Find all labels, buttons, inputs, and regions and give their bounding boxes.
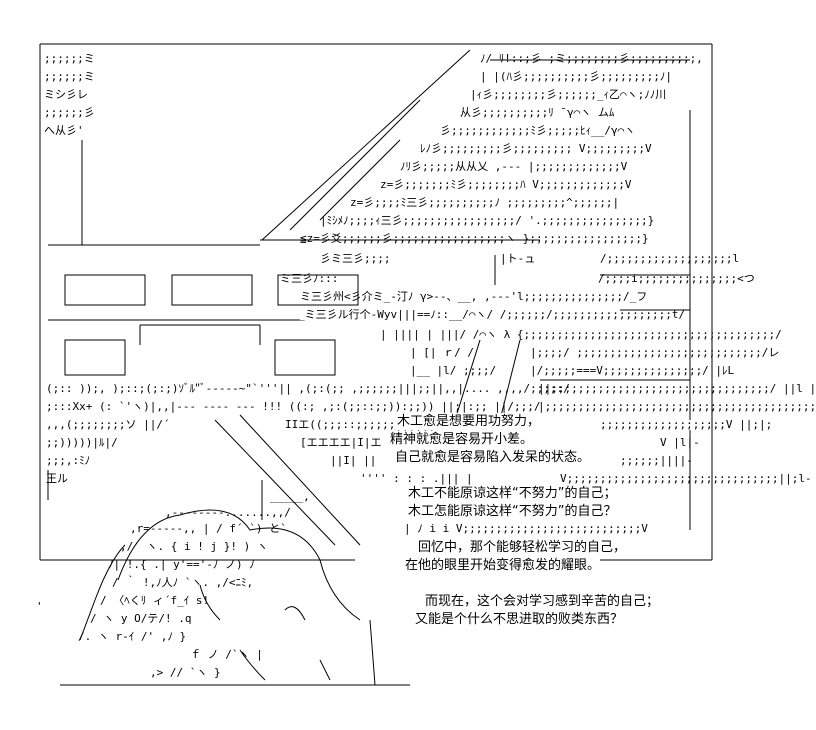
- svg-text:,> // `ヽ }: ,> // `ヽ }: [150, 666, 221, 679]
- svg-text:/;;;;;;;;;;;;;;;;;;;l: /;;;;;;;;;;;;;;;;;;;l: [600, 252, 739, 265]
- svg-text:ミ三彡ﾉ:::: ミ三彡ﾉ:::: [280, 272, 338, 285]
- svg-text:V;;;;;;;;;;;;;;;;;;;;;;;;;;;;;: V;;;;;;;;;;;;;;;;;;;;;;;;;;;;;;;;||;l-: [560, 472, 812, 485]
- svg-text:|/;;;;;===V;;;;;;;;;;;;;;;/ |ﾚ: |/;;;;;===V;;;;;;;;;;;;;;;/ |ﾚL: [530, 364, 735, 377]
- svg-text:/ ヽ y O/テ/!: / ヽ y O/テ/! .q: [90, 612, 191, 625]
- svg-text:;:::Xx+ (: `'ヽ)|,,|--- ---- --: ;:::Xx+ (: `'ヽ)|,,|--- ---- --- !!! ((:;…: [46, 400, 540, 413]
- svg-text:/ ｀ !,ﾉ人ﾉ `ヽ. ,/<ﾆﾐ,: / ｀ !,ﾉ人ﾉ `ヽ. ,/<ﾆﾐ,: [112, 574, 253, 589]
- svg-text:;;;;;;ミ: ;;;;;;ミ: [44, 70, 95, 83]
- svg-text:| [| ｒ/ /: | [| ｒ/ /: [410, 346, 474, 359]
- svg-text:从彡;;;;;;;;;;ﾘ ̄ γ⌒ヽ ムﾑ: 从彡;;;;;;;;;;ﾘ ̄ γ⌒ヽ ムﾑ: [460, 106, 615, 119]
- svg-text:;;;;;;彡: ;;;;;;彡: [44, 106, 95, 119]
- svg-text:|ﾐｼﾒﾉ;;;;ｨ三彡;;;;;;;;;;;;;;;;;/: |ﾐｼﾒﾉ;;;;ｨ三彡;;;;;;;;;;;;;;;;;/ '.;;;;;;;…: [320, 214, 654, 227]
- svg-text:||I| ||: ||I| ||: [330, 454, 376, 467]
- svg-text:/;;;;i;;;;;;;;;;;;;;;<つ: /;;;;i;;;;;;;;;;;;;;;<つ: [598, 272, 755, 285]
- svg-text:ﾉ/ ﾘ!::;彡 ;ミ;;;;;;;;彡;;;;;;;;;: ﾉ/ ﾘ!::;彡 ;ミ;;;;;;;;彡;;;;;;;;;;,: [480, 52, 703, 65]
- svg-text:,,,(;;;;;;;;ソ ||/´: ,,,(;;;;;;;;ソ ||/´: [46, 418, 170, 431]
- panel-line-3: 自己就愈是容易陷入发呆的状态。: [395, 449, 591, 466]
- svg-text:;;;;;;;;;;;;;;;;;;;V ||;|;: ;;;;;;;;;;;;;;;;;;;V ||;|;: [600, 418, 772, 431]
- svg-text:': ': [36, 600, 43, 613]
- svg-text:[エエエエ|I|エ: [エエエエ|I|エ: [300, 436, 382, 449]
- svg-text:ミシ彡レ: ミシ彡レ: [44, 88, 88, 101]
- svg-text:(;:: ));, );::;(;:;)ｿﾞﾙ"ﾞ----: (;:: ));, );::;(;:;)ｿﾞﾙ"ﾞ-----~"`'''|| ,…: [46, 382, 570, 395]
- svg-text:|ｨ彡;;;;;;;;彡;;;;;;_ｨ乙⌒ヽ;ﾉﾉ川: |ｨ彡;;;;;;;;彡;;;;;;_ｨ乙⌒ヽ;ﾉﾉ川: [470, 88, 666, 101]
- svg-text:| |||| | |||/ /⌒ヽ λ {;;;;;;;;;: | |||| | |||/ /⌒ヽ λ {;;;;;;;;;;;;;;;;;;;…: [380, 328, 782, 341]
- svg-text:| |(ﾊ彡;;;;;;;;;;彡;;;;;;;;;ﾉ|: | |(ﾊ彡;;;;;;;;;;彡;;;;;;;;;ﾉ|: [480, 70, 672, 83]
- svg-text:|ト-ュ: |ト-ュ: [500, 252, 535, 265]
- svg-text:,r=-----,, | / f´ `) と: ,r=-----,, | / f´ `) と`: [130, 522, 287, 535]
- svg-text:'''' : : : .||| |: '''' : : : .||| |: [360, 472, 473, 485]
- svg-text:ﾉ| !.{ .| y'=='-ﾉ ノ: ﾉ| !.{ .| y'=='-ﾉ ノ) ﾉ: [108, 558, 255, 571]
- panel-line-4: 木工不能原谅这样“不努力”的自己；: [408, 485, 617, 502]
- svg-text:ミ三彡州<彡介ミ_-汀ﾉ γ>--、__, ,---'l;;: ミ三彡州<彡介ミ_-汀ﾉ γ>--、__, ,---'l;;;;;;;;;;;;…: [300, 290, 647, 303]
- svg-text:;;)))))|ﾙ|/: ;;)))))|ﾙ|/: [46, 436, 118, 449]
- svg-text:V |l|-: V |l|-: [660, 436, 700, 449]
- svg-text:/. ヽ r-ｲ /' ,ﾉ: /. ヽ r-ｲ /' ,ﾉ }: [78, 630, 186, 643]
- svg-text:;;;;;;||||-: ;;;;;;||||-: [620, 454, 693, 467]
- svg-text:王ル: 王ル: [46, 472, 68, 485]
- panel-line-5: 木工怎能原谅这样“不努力”的自己？: [408, 503, 617, 520]
- svg-text:| ﾉ i i V;;;;;;;;;;: | ﾉ i i V;;;;;;;;;;;;;;;;;;;;;;;;;;;V: [404, 522, 648, 535]
- svg-text:|;;;;;;;;;;;;;;;;;;;;;;;;;;;;;: |;;;;;;;;;;;;;;;;;;;;;;;;;;;;;;;;;;;;;;;…: [538, 400, 816, 413]
- svg-text:;;;;;;ミ: ;;;;;;ミ: [44, 52, 95, 65]
- caption-line-1: 而现在，这个会对学习感到辛苦的自己；: [425, 594, 660, 609]
- svg-text:|;;;;/ ;;;;;;;;;;;;;;;;;;;;;;;: |;;;;/ ;;;;;;;;;;;;;;;;;;;;;;;;;;;;/レ: [530, 346, 779, 359]
- svg-text:へ从彡': へ从彡': [44, 124, 84, 137]
- svg-text:/ 〈ﾍくﾘ ィ´f_ｲ s: / 〈ﾍくﾘ ィ´f_ｲ s!: [100, 594, 209, 607]
- svg-text:彡;;;;;;;;;;;;ﾐ彡;;;;;ﾋｨ__/γ⌒ヽ: 彡;;;;;;;;;;;;ﾐ彡;;;;;ﾋｨ__/γ⌒ヽ: [440, 124, 635, 137]
- panel-line-2: 精神就愈是容易开小差。: [390, 431, 534, 448]
- svg-text:_ミ三彡ル行个-Wyv|||==ﾉ::__/⌒ヽ/ /;;;: _ミ三彡ル行个-Wyv|||==ﾉ::__/⌒ヽ/ /;;;;;;/;;;;;;…: [298, 308, 685, 321]
- svg-text:≦z=彡爻;;;;;;彡;;;;;;;;;;;;;;;;;ヽ: ≦z=彡爻;;;;;;彡;;;;;;;;;;;;;;;;;ヽ };;;;;;;;…: [300, 232, 649, 245]
- svg-text:z=彡;;;;;;;ﾐ彡;;;;;;;;ﾊ V;;;;;;: z=彡;;;;;;;ﾐ彡;;;;;;;;ﾊ V;;;;;;;;;;;;;V: [380, 178, 632, 191]
- panel-line-6: 回忆中，那个能够轻松学习的自己，: [418, 539, 627, 556]
- svg-text:ｆ ノ /`ヽ |: ｆ ノ /`ヽ |: [190, 648, 263, 661]
- svg-text:,/´ ヽ. { i ! j: ,/´ ヽ. { i ! j }! ) ヽ: [120, 540, 268, 553]
- svg-text:,--------.......,,/: ,--------.......,,/: [165, 506, 291, 519]
- svg-text:||;;;;;;;;;;;;;;;;;;;;;;;;;;;;: ||;;;;;;;;;;;;;;;;;;;;;;;;;;;;;;;;;/ ||l…: [538, 382, 816, 395]
- svg-text:ﾉﾘ彡;;;;;从从乂 ,--- |;;;;;;;;;;;;: ﾉﾘ彡;;;;;从从乂 ,--- |;;;;;;;;;;;;;V: [400, 160, 628, 173]
- svg-text:ﾚﾉ彡;;;;;;;;;彡;;;;;;;;; V;;;;;;: ﾚﾉ彡;;;;;;;;;彡;;;;;;;;; V;;;;;;;;;V: [420, 142, 652, 155]
- svg-text:z=彡;;;;ﾐ三彡;;;;;;;;;;ﾉ ;;;;;;: z=彡;;;;ﾐ三彡;;;;;;;;;;ﾉ ;;;;;;;;;^;;;;;;|: [350, 196, 619, 209]
- svg-text:_____,: _____,: [270, 490, 310, 503]
- panel-line-7: 在他的眼里开始变得愈发的耀眼。: [405, 557, 601, 574]
- caption-line-2: 又能是个什么不思进取的败类东西？: [415, 612, 624, 627]
- svg-text:|__ |l/ ;;;;/: |__ |l/ ;;;;/: [410, 364, 496, 377]
- panel-line-1: 木工愈是想要用功努力，: [397, 413, 541, 430]
- svg-text:;;;,:ﾐﾉ: ;;;,:ﾐﾉ: [46, 454, 90, 467]
- svg-text:彡ミ三彡;;;;: 彡ミ三彡;;;;: [320, 252, 391, 265]
